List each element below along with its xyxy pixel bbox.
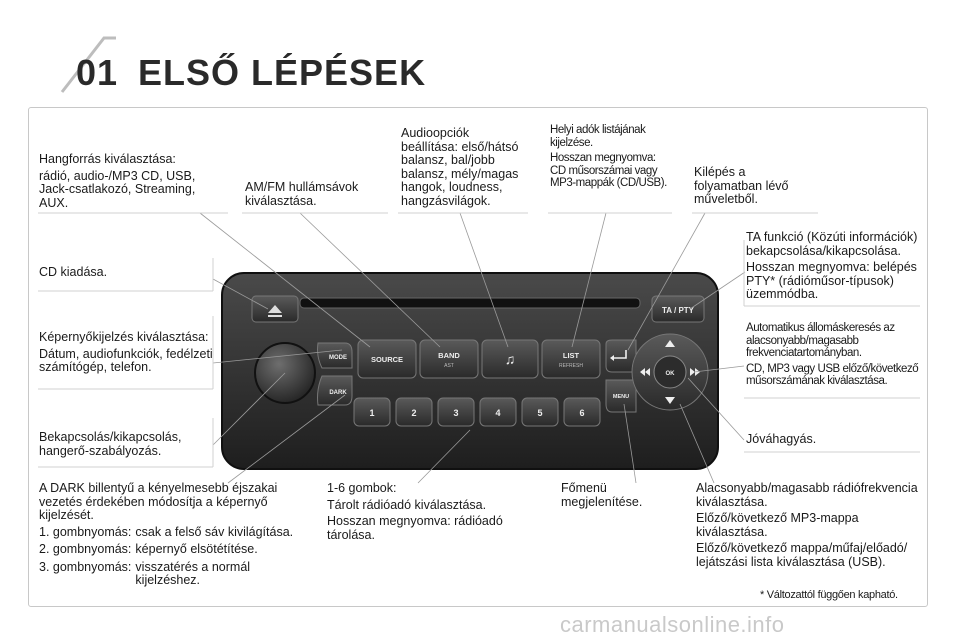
label-menu: Főmenü megjelenítése. <box>561 481 643 509</box>
mode-button[interactable]: MODE <box>317 342 353 369</box>
footnote-star: * <box>760 589 764 601</box>
dark-step-2: 2. gombnyomás:képernyő elsötétítése. <box>39 542 258 556</box>
band-button[interactable]: BAND AST <box>419 339 479 379</box>
list-button[interactable]: LIST REFRESH <box>541 339 601 379</box>
content-frame <box>28 107 928 607</box>
footnote-text: Változattól függően kapható. <box>766 589 898 601</box>
label-mode: Képernyőkijelzés kiválasztása:Dátum, aud… <box>39 330 213 374</box>
label-ta-pty: TA funkció (Közúti információk) bekapcso… <box>746 230 918 301</box>
svg-text:2: 2 <box>411 408 416 418</box>
label-auto-search: Automatikus állomáskeresés az alacsonyab… <box>746 322 919 387</box>
page-title: ELSŐ LÉPÉSEK <box>138 52 427 93</box>
band-label: BAND <box>438 351 460 360</box>
source-button[interactable]: SOURCE <box>357 339 417 379</box>
dark-step-3: 3. gombnyomás:visszatérés a normál kijel… <box>39 559 251 587</box>
preset-6[interactable]: 6 <box>563 397 601 427</box>
separator-rules <box>38 212 920 468</box>
label-source: Hangforrás kiválasztása:rádió, audio-/MP… <box>39 152 196 210</box>
fast-forward-icon <box>690 368 695 376</box>
music-note-icon: ♫ <box>505 351 516 367</box>
svg-text:5: 5 <box>537 408 542 418</box>
eject-button[interactable] <box>251 295 299 323</box>
navigation-ring[interactable]: OK <box>631 333 709 411</box>
triangle-up-icon <box>665 340 675 347</box>
svg-text:6: 6 <box>579 408 584 418</box>
chapter-tab <box>60 36 116 93</box>
footnote: * Változattól függően kapható. <box>760 589 898 601</box>
watermark: carmanualsonline.info <box>560 612 785 637</box>
label-back: Kilépés a folyamatban lévő műveletből. <box>694 165 789 206</box>
dark-step-1: 1. gombnyomás:csak a felső sáv kivilágít… <box>39 524 294 539</box>
ok-button <box>653 355 687 389</box>
label-dark: A DARK billentyű a kényelmesebb éjszakai… <box>39 481 307 588</box>
label-ok: Jóváhagyás. <box>746 432 817 446</box>
rewind-icon <box>640 368 645 376</box>
dark-label: DARK <box>329 390 347 396</box>
label-frequency: Alacsonyabb/magasabb rádiófrekvencia kiv… <box>696 481 918 569</box>
band-sublabel: AST <box>444 363 454 369</box>
eject-icon <box>268 305 282 313</box>
menu-label: MENU <box>613 394 629 400</box>
leader-lines <box>199 212 746 484</box>
list-label: LIST <box>563 351 580 360</box>
triangle-down-icon <box>665 397 675 404</box>
mode-label: MODE <box>329 355 347 361</box>
ta-pty-label: TA / PTY <box>662 306 695 315</box>
preset-5[interactable]: 5 <box>521 397 559 427</box>
label-power: Bekapcsolás/kikapcsolás, hangerő-szabály… <box>39 430 182 458</box>
menu-button[interactable]: MENU <box>605 379 637 413</box>
ta-pty-button[interactable]: TA / PTY <box>651 295 705 323</box>
label-list: Helyi adók listájának kijelzése.Hosszan … <box>550 124 667 189</box>
dark-button[interactable]: DARK <box>317 375 353 406</box>
preset-3[interactable]: 3 <box>437 397 475 427</box>
list-sublabel: REFRESH <box>559 363 583 369</box>
preset-4[interactable]: 4 <box>479 397 517 427</box>
audio-button[interactable]: ♫ <box>481 339 539 379</box>
source-label: SOURCE <box>371 355 403 364</box>
ok-label: OK <box>666 371 676 377</box>
label-presets: 1-6 gombok:Tárolt rádióadó kiválasztása.… <box>327 481 503 542</box>
preset-buttons: 1 2 3 4 5 6 <box>353 397 601 427</box>
chapter-number: 01 <box>76 52 119 93</box>
preset-1[interactable]: 1 <box>353 397 391 427</box>
label-audio: Audioopciók beállítása: első/hátsó balan… <box>401 126 519 208</box>
svg-text:1: 1 <box>369 408 374 418</box>
return-arrow-icon <box>614 350 627 359</box>
label-eject: CD kiadása. <box>39 265 108 279</box>
svg-text:4: 4 <box>495 408 500 418</box>
label-band: AM/FM hullámsávok kiválasztása. <box>245 180 359 208</box>
back-button[interactable] <box>605 339 637 373</box>
svg-text:3: 3 <box>453 408 458 418</box>
preset-2[interactable]: 2 <box>395 397 433 427</box>
